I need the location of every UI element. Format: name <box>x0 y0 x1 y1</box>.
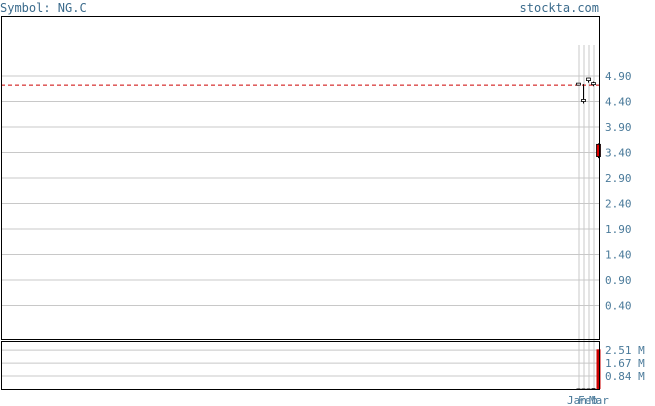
symbol-label: Symbol: NG.C <box>0 1 87 15</box>
volume-panel-frame <box>1 341 600 390</box>
price-tick-label: 2.90 <box>605 172 632 185</box>
x-tick-label: Feb <box>578 394 598 406</box>
x-tick-label: Mar <box>589 394 609 406</box>
candle-body <box>581 99 586 102</box>
volume-tick-label: 1.67 M <box>605 357 645 370</box>
frame-layer <box>1 16 600 390</box>
x-tick-label: Jan <box>567 394 587 406</box>
price-tick-label: 2.40 <box>605 198 632 211</box>
price-layer <box>1 77 601 159</box>
price-tick-label: 0.90 <box>605 274 632 287</box>
site-label[interactable]: stockta.com <box>519 1 599 15</box>
price-tick-label: 4.40 <box>605 96 632 109</box>
price-tick-label: 3.40 <box>605 147 632 160</box>
volume-tick-label: 0.84 M <box>605 370 645 383</box>
candle-body <box>596 143 601 157</box>
price-tick-label: 4.90 <box>605 70 632 83</box>
price-tick-label: 1.40 <box>605 249 632 262</box>
price-tick-label: 0.40 <box>605 300 632 313</box>
price-tick-label: 1.90 <box>605 223 632 236</box>
candle-body <box>586 77 591 81</box>
price-panel-frame <box>1 16 600 340</box>
volume-tick-label: 2.51 M <box>605 344 645 357</box>
candle-body <box>576 82 581 86</box>
volume-bar <box>596 349 601 389</box>
volume-bar <box>591 388 596 390</box>
price-tick-label: 3.90 <box>605 121 632 134</box>
candle-body <box>591 82 596 86</box>
text-layer: 4.90 4.40 3.90 3.40 2.90 2.40 1.90 1.40 0.90 0.40… <box>567 70 645 406</box>
grid-layer <box>1 45 600 389</box>
